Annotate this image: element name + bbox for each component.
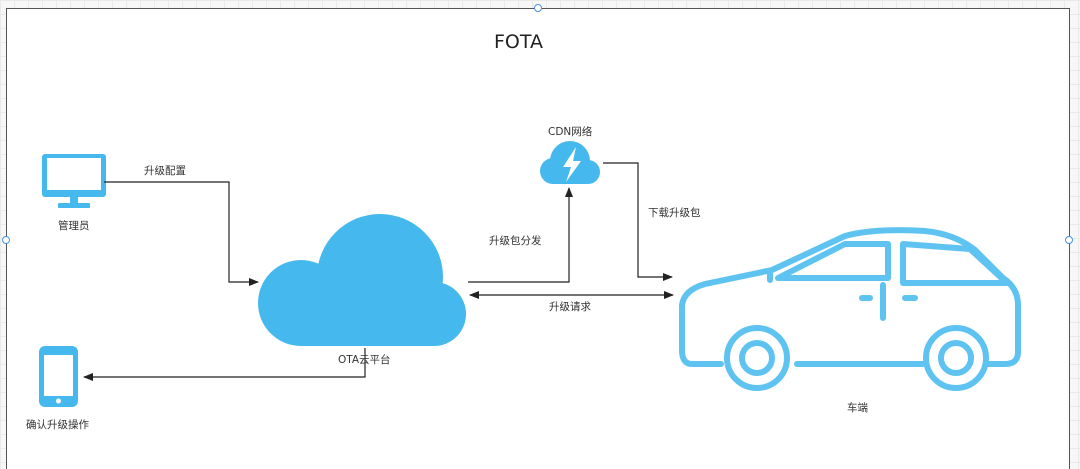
edge-upgrade-config (104, 182, 258, 282)
cdn-cloud-lightning-icon[interactable] (540, 141, 600, 184)
monitor-icon[interactable] (42, 154, 106, 208)
smartphone-icon[interactable] (39, 346, 78, 407)
vehicle-label: 车端 (847, 400, 868, 415)
cloud-icon[interactable] (258, 214, 466, 346)
admin-label: 管理员 (58, 218, 90, 233)
edge-label-package-distribute: 升级包分发 (489, 233, 542, 248)
phone-label: 确认升级操作 (26, 417, 89, 432)
cdn-label: CDN网络 (548, 124, 592, 139)
edge-confirm-upgrade (84, 348, 365, 377)
edge-label-upgrade-request: 升级请求 (549, 299, 591, 314)
edge-download-package (603, 163, 672, 277)
platform-label: OTA云平台 (338, 352, 391, 367)
edge-label-upgrade-config: 升级配置 (144, 163, 186, 178)
diagram-graphics (0, 0, 1080, 459)
edge-label-download-package: 下载升级包 (648, 205, 701, 220)
car-icon[interactable] (682, 230, 1018, 388)
